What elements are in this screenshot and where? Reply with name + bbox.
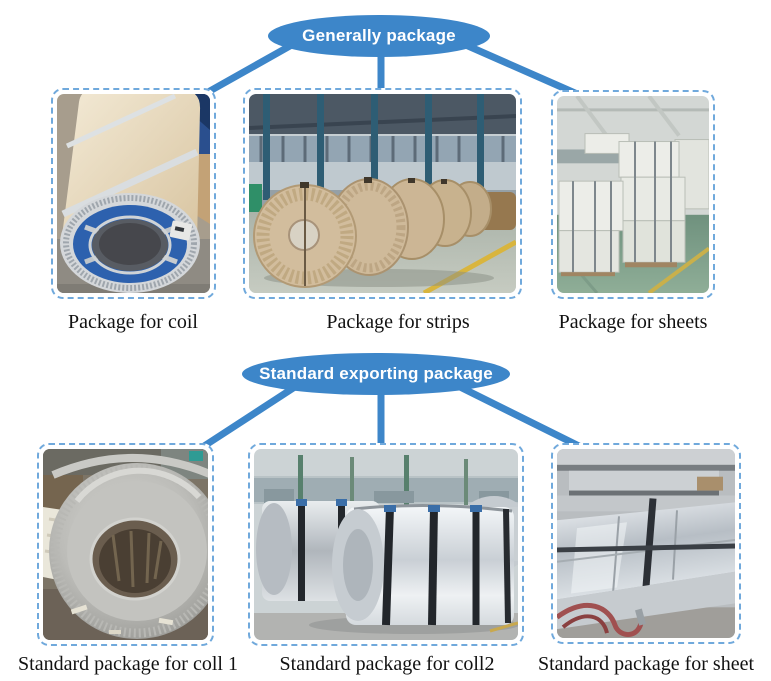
sheet-bundle-stacks-photo [551,90,715,299]
caption-standard-package-sheet: Standard package for sheet [537,653,754,675]
galvanized-coils-strapped-photo [248,443,524,646]
sheet-stacks-image [557,96,709,293]
caption-package-for-strips: Package for strips [326,311,470,333]
strip-coils-image [249,94,516,293]
section-header-standard-exporting-package: Standard exporting package [242,353,510,395]
caption-package-for-coil: Package for coil [68,311,198,333]
wrapped-coil-image [57,94,210,293]
connector-line [455,38,588,101]
caption-standard-package-coll2: Standard package for coll2 [279,653,495,675]
section-title: Generally package [302,26,456,45]
connector-line [448,379,591,454]
bare-steel-coil-photo [37,443,214,646]
bare-coil-image [43,449,208,640]
section-header-generally-package: Generally package [268,15,490,57]
paper-wrapped-strip-coils-photo [243,88,522,299]
sheet-bundle-image [557,449,735,638]
connector-line [194,379,305,454]
galvanized-sheet-bundle-photo [551,443,741,644]
caption-package-for-sheets: Package for sheets [558,311,708,333]
wrapped-coil-photo [51,88,216,299]
connector-line [197,38,301,100]
section-title: Standard exporting package [259,364,493,383]
galvanized-coils-image [254,449,518,640]
caption-standard-package-coll1: Standard package for coll 1 [18,653,238,675]
